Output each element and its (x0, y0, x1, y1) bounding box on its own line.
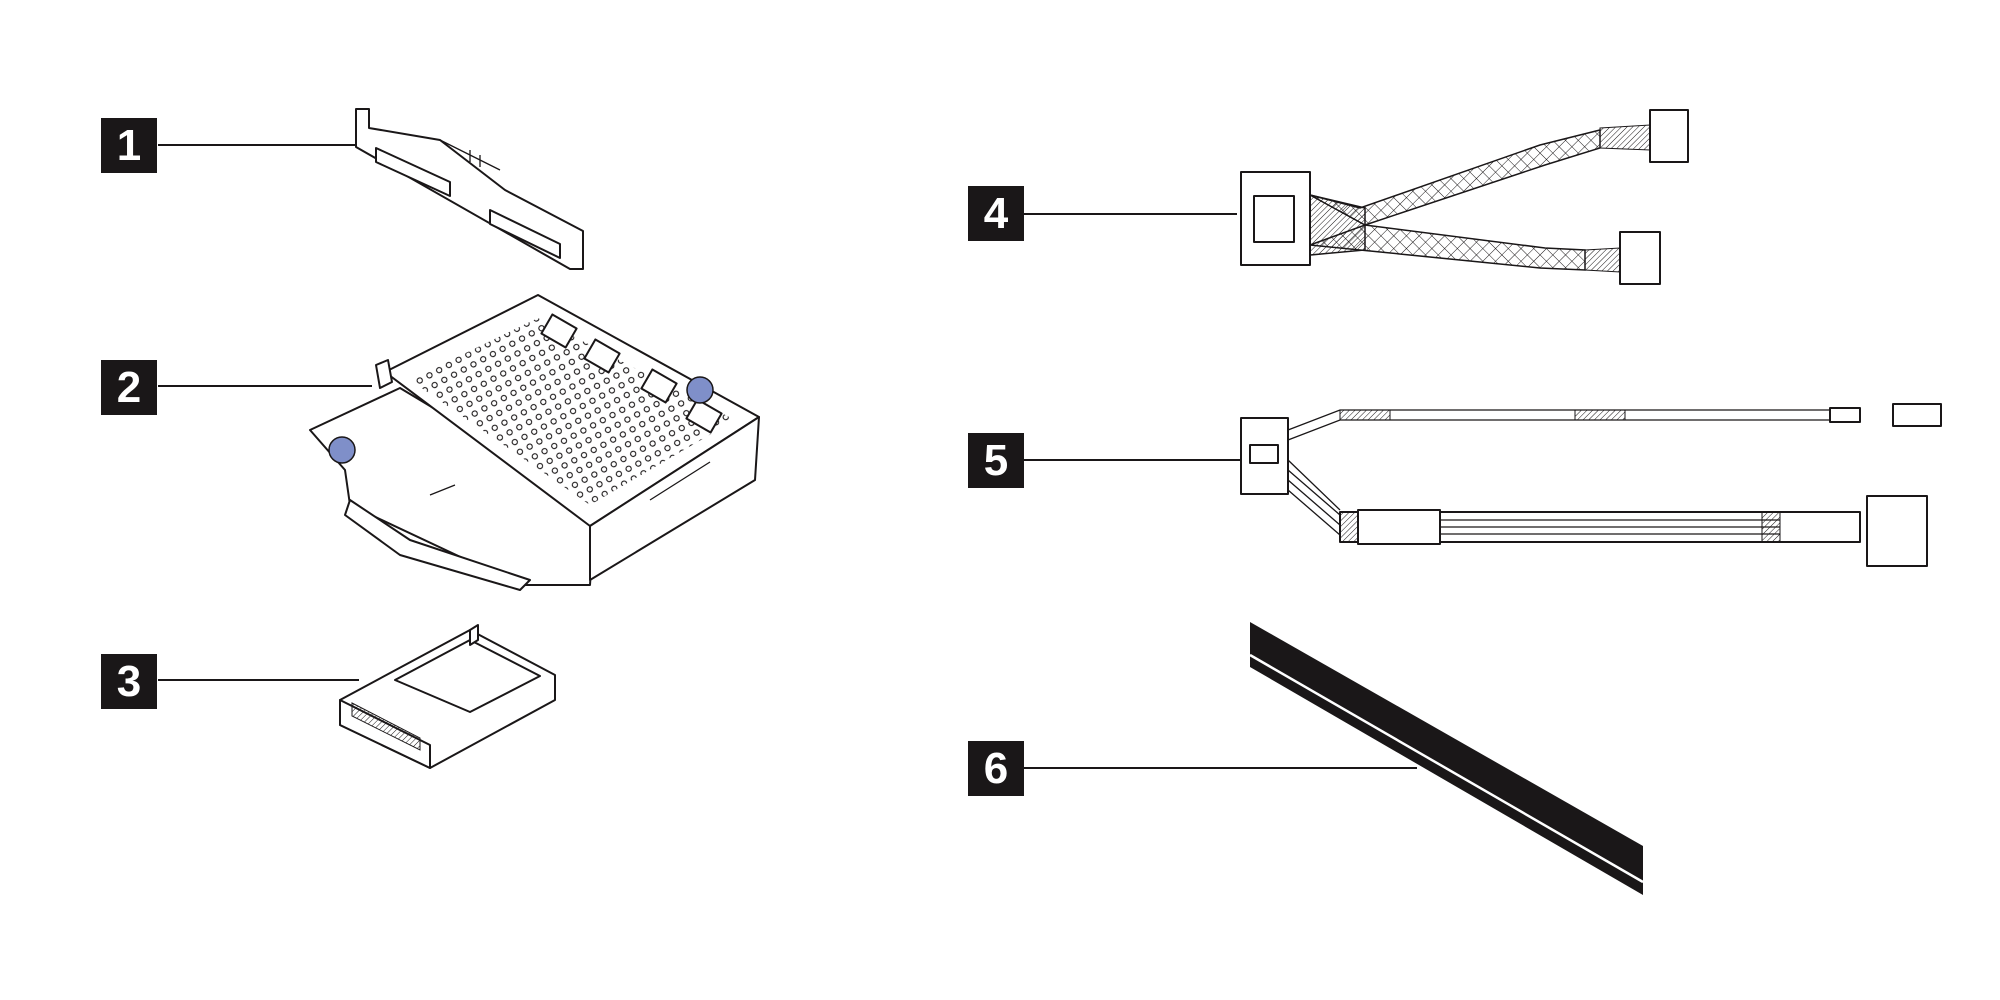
callout-6: 6 (968, 741, 1024, 796)
callout-1: 1 (101, 118, 157, 173)
signal-cable-drawing (1240, 109, 1689, 285)
callout-2: 2 (101, 360, 157, 415)
power-cable-drawing (1240, 403, 1942, 567)
backplane-drawing (355, 108, 584, 270)
drive-filler-drawing (339, 624, 556, 769)
mylar-strip-drawing (1249, 622, 1644, 895)
blue-tab-icon (686, 376, 714, 404)
callout-5: 5 (968, 433, 1024, 488)
drive-cage-drawing (309, 294, 760, 591)
callout-4: 4 (968, 186, 1024, 241)
callout-3: 3 (101, 654, 157, 709)
